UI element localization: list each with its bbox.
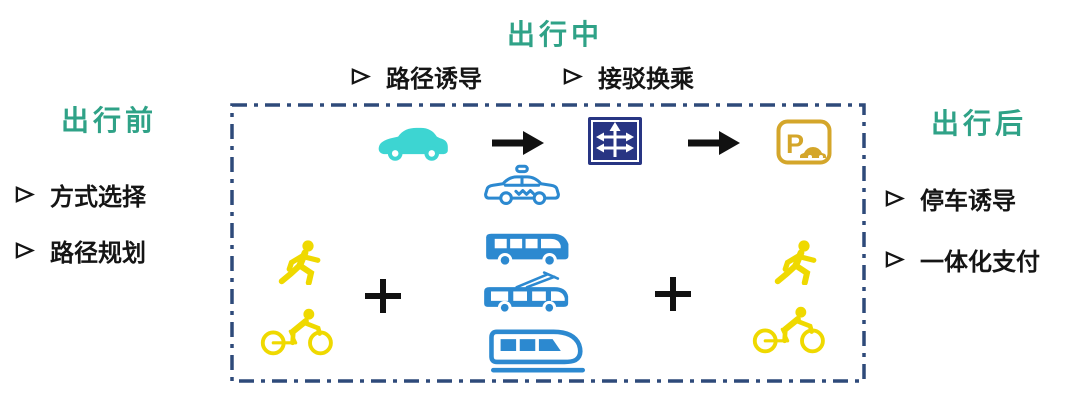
arrow-right-icon xyxy=(688,131,740,155)
bullet-label: 路径诱导 xyxy=(386,66,482,93)
arrowhead-bullet-icon xyxy=(15,186,35,203)
bullet-label: 停车诱导 xyxy=(920,188,1016,215)
interchange-sign-icon xyxy=(588,117,642,165)
bullet-label: 接驳换乘 xyxy=(598,66,694,93)
parking-sign-icon: P xyxy=(776,119,832,165)
plus-icon xyxy=(655,277,691,311)
bullet-parking-guidance: 停车诱导 xyxy=(884,181,1016,216)
bullet-integrated-payment: 一体化支付 xyxy=(884,242,1040,277)
bullet-transfer-connection: 接驳换乘 xyxy=(562,59,694,94)
train-icon xyxy=(489,329,585,373)
bullet-label: 方式选择 xyxy=(50,184,146,211)
taxi-icon xyxy=(484,164,560,205)
bullet-label: 路径规划 xyxy=(50,240,146,267)
bicycle-icon xyxy=(752,306,825,354)
arrowhead-bullet-icon xyxy=(885,251,905,268)
pedestrian-icon xyxy=(278,240,321,285)
bullet-route-planning: 路径规划 xyxy=(14,233,146,268)
bicycle-icon xyxy=(260,308,333,356)
arrowhead-bullet-icon xyxy=(351,68,371,85)
phase-before-title: 出行前 xyxy=(60,105,157,136)
bullet-mode-selection: 方式选择 xyxy=(14,177,146,212)
trolleybus-icon xyxy=(484,271,569,315)
plus-icon xyxy=(365,279,401,313)
phase-during-title: 出行中 xyxy=(506,19,603,50)
pedestrian-icon xyxy=(774,240,817,285)
car-icon xyxy=(378,127,448,161)
phase-after-title: 出行后 xyxy=(930,108,1027,139)
parking-letter: P xyxy=(786,129,804,159)
arrowhead-bullet-icon xyxy=(15,242,35,259)
arrowhead-bullet-icon xyxy=(885,190,905,207)
bullet-label: 一体化支付 xyxy=(920,249,1040,276)
arrowhead-bullet-icon xyxy=(563,68,583,85)
bus-icon xyxy=(486,233,569,268)
travel-box-border xyxy=(230,103,866,383)
arrow-right-icon xyxy=(492,131,544,155)
bullet-route-guidance: 路径诱导 xyxy=(350,59,482,94)
